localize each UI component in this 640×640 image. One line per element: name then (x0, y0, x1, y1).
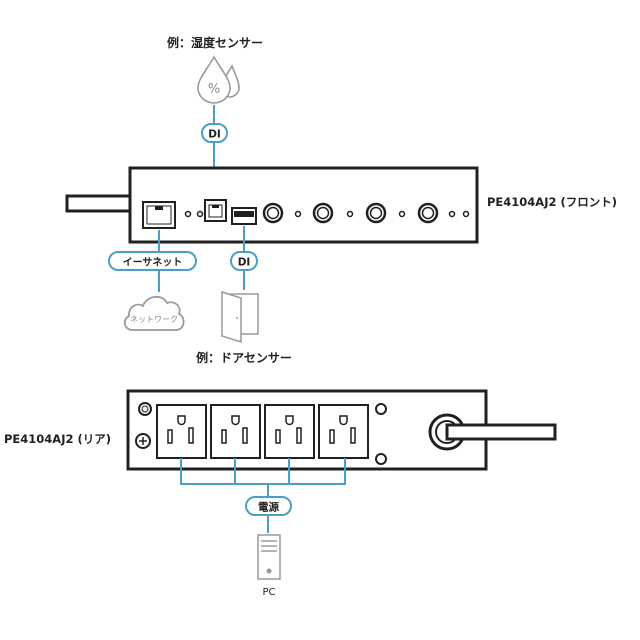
front-jack-2 (312, 202, 334, 224)
front-model-label: PE4104AJ2 (フロント) (487, 195, 617, 209)
ethernet-pill: イーサネット (108, 251, 197, 271)
front-led-5 (398, 210, 406, 218)
water-drops-icon: % (197, 55, 240, 104)
front-led-6 (448, 210, 456, 218)
ethernet-port (142, 201, 176, 229)
rear-cable (445, 423, 557, 441)
front-device-body (128, 166, 479, 244)
humidity-percent-symbol: % (208, 82, 220, 97)
di-port (204, 199, 227, 222)
front-led-1 (184, 210, 192, 218)
front-led-4 (346, 210, 354, 218)
front-jack-1 (262, 202, 284, 224)
svg-text:電源: 電源 (258, 501, 279, 514)
front-jack-4 (417, 202, 439, 224)
humidity-sensor-label: 例：湿度センサー (167, 35, 263, 50)
door-sensor-label: 例：ドアセンサー (196, 350, 292, 365)
rear-model-label: PE4104AJ2 (リア) (4, 432, 111, 446)
front-cable (65, 194, 133, 213)
power-pill: 電源 (245, 496, 292, 516)
front-jack-3 (365, 202, 387, 224)
terminal-block (231, 207, 257, 225)
rear-outlet-4 (318, 404, 369, 459)
cloud-icon (123, 296, 185, 331)
pc-label: PC (262, 587, 275, 598)
rear-ground-screw (135, 433, 151, 449)
rear-outlet-1 (156, 404, 207, 459)
front-led-7 (462, 210, 470, 218)
pc-tower-icon (257, 534, 281, 580)
front-led-3 (294, 210, 302, 218)
di-pill-bottom: DI (230, 251, 258, 271)
rear-hole-bottom (375, 453, 387, 465)
front-led-2 (196, 210, 204, 218)
rear-hole-top (375, 403, 387, 415)
rear-screw-top (138, 402, 152, 416)
di-pill-top: DI (201, 123, 228, 143)
power-connector (180, 458, 346, 533)
network-label: ネットワーク (130, 315, 178, 324)
svg-text:イーサネット: イーサネット (123, 257, 183, 269)
svg-text:DI: DI (238, 257, 251, 269)
door-icon (221, 290, 259, 344)
rear-outlet-3 (264, 404, 315, 459)
rear-outlet-2 (210, 404, 261, 459)
svg-text:DI: DI (208, 129, 221, 141)
